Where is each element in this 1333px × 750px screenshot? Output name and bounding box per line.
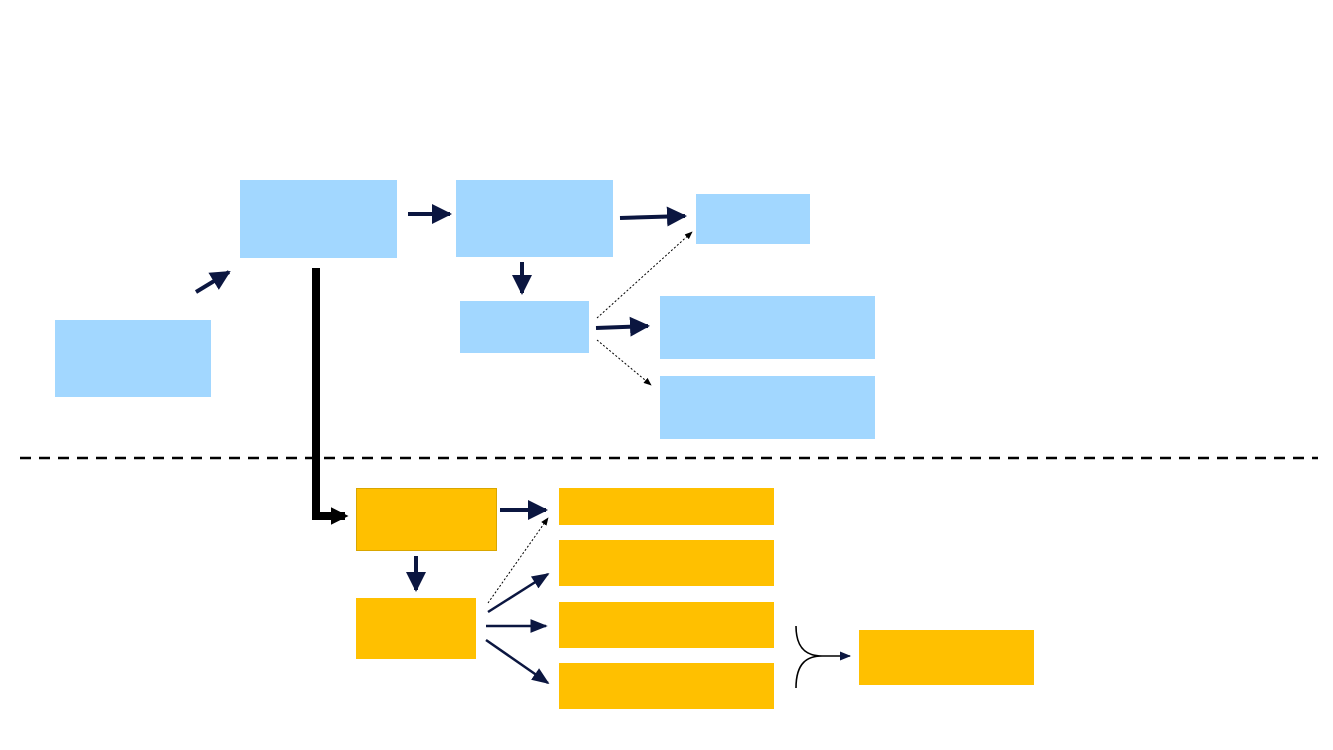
g-sub-box xyxy=(356,598,476,659)
g-out4-box xyxy=(559,663,774,709)
top-c-box xyxy=(696,194,810,244)
dotted-arrow-mid-a-to-top-c xyxy=(596,231,693,319)
arrow-top-b-to-top-c xyxy=(619,206,687,227)
top-b-box xyxy=(456,180,613,257)
g-out2-box xyxy=(559,540,774,586)
heavy-connector-top-a-to-g-main xyxy=(312,268,349,525)
arrow-start-to-top-a xyxy=(194,270,231,294)
top-a-box xyxy=(240,180,397,258)
arrow-g-sub-to-g-out2 xyxy=(487,572,550,614)
g-main-box xyxy=(356,488,497,551)
out-b-box xyxy=(660,376,875,439)
g-out3-box xyxy=(559,602,774,648)
g-out1-box xyxy=(559,488,774,525)
mid-a-box xyxy=(460,301,589,353)
dotted-arrow-g-sub-to-g-out1 xyxy=(487,517,549,604)
merge-brace xyxy=(795,625,823,689)
arrow-g-sub-to-g-out4 xyxy=(485,638,550,685)
start-box xyxy=(55,320,211,397)
out-a-box xyxy=(660,296,875,359)
g-merged-box xyxy=(859,630,1034,685)
dotted-arrow-mid-a-to-out-b xyxy=(596,339,652,386)
arrow-mid-a-to-out-a xyxy=(595,316,650,337)
